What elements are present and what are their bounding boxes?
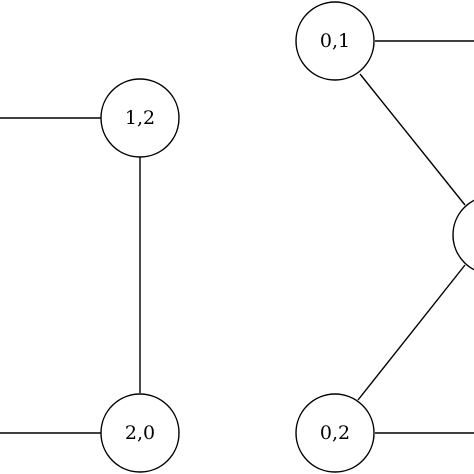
- node-0-1: 0,1: [295, 1, 375, 81]
- node-2-0: 2,0: [100, 393, 180, 473]
- edge-0-2-to-right-node: [357, 264, 466, 401]
- node-0-2: 0,2: [295, 393, 375, 473]
- node-right-partial: [452, 199, 474, 271]
- node-label-0-2: 0,2: [320, 422, 350, 444]
- node-label-1-2: 1,2: [125, 107, 155, 129]
- edge-0-1-to-right-node: [359, 73, 466, 206]
- node-label-0-1: 0,1: [320, 30, 350, 52]
- node-1-2: 1,2: [100, 78, 180, 158]
- node-label-2-0: 2,0: [125, 422, 155, 444]
